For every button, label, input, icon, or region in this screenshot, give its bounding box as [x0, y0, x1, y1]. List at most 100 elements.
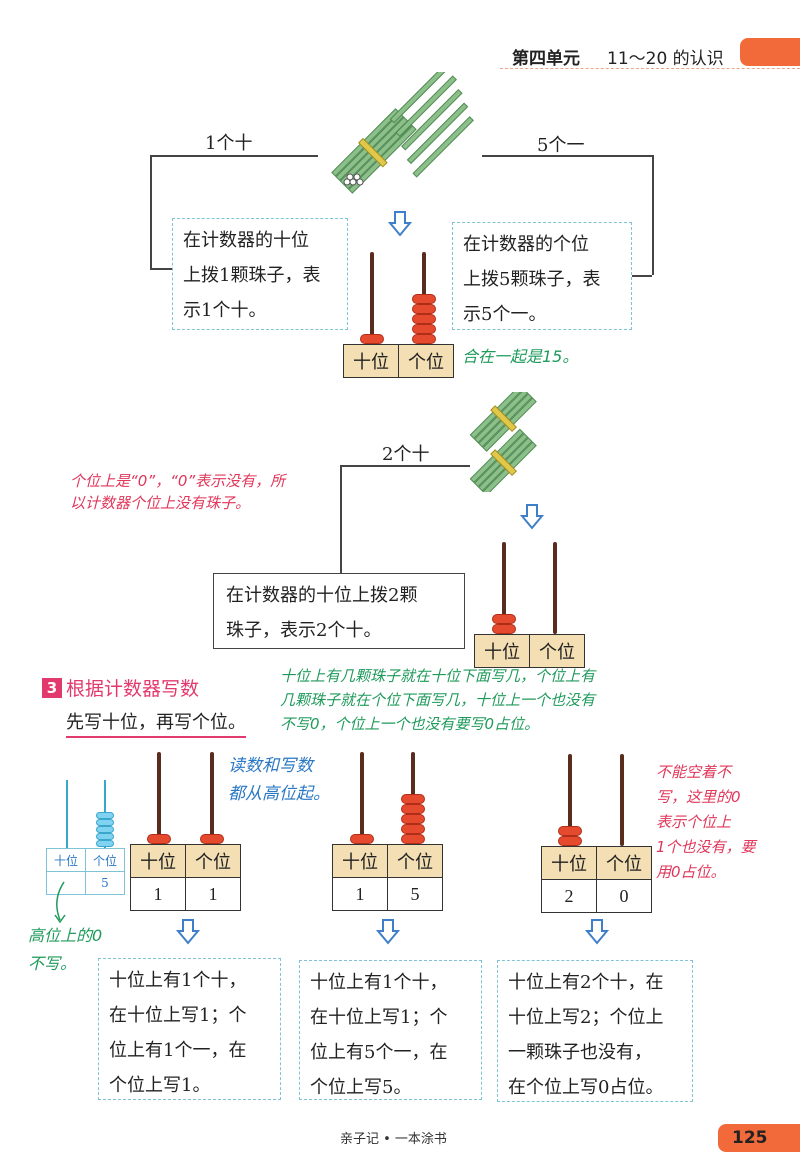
explain-line: 在个位上写0占位。 [508, 1077, 664, 1098]
tens-header: 十位 [130, 844, 186, 878]
two-bundles-illustration [470, 392, 537, 492]
bead [200, 834, 224, 844]
explain-line: 十位上有1个十， [109, 970, 247, 991]
explain-line: 在计数器的个位 [463, 234, 589, 255]
label-two-tens: 2个十 [382, 444, 430, 465]
bead [147, 834, 171, 844]
ones-rod [620, 754, 624, 846]
explain-line: 在计数器的十位上拨2颗 [226, 585, 418, 606]
page-number: 125 [718, 1124, 800, 1152]
bead [96, 812, 114, 819]
ones-rod [553, 542, 557, 634]
mini-tens-header: 十位 [46, 848, 86, 872]
tens-header: 十位 [343, 344, 399, 378]
handwritten-note-order: 读数和写数 都从高位起。 [228, 752, 330, 808]
mini-ones-value: 5 [85, 871, 125, 895]
ones-value: 1 [185, 877, 241, 911]
note-line: 表示个位上 [656, 813, 732, 831]
note-line: 都从高位起。 [228, 784, 330, 804]
stick-bundle-icon [470, 392, 537, 452]
bead [360, 334, 384, 344]
bead [412, 314, 436, 324]
tens-rod [502, 542, 506, 634]
tens-value: 2 [541, 879, 597, 913]
bead [412, 304, 436, 314]
tens-header: 十位 [541, 846, 597, 880]
explain-line: 十位上有2个十，在 [508, 972, 664, 993]
note-line: 不写0，个位上一个也没有要写0占位。 [280, 715, 540, 733]
connector-line [340, 465, 342, 573]
label-five-ones: 5个一 [537, 135, 585, 156]
explain-line: 上拨1颗珠子，表 [183, 265, 321, 286]
down-arrow-icon [388, 211, 412, 237]
bead [96, 826, 114, 833]
sticks-illustration [331, 72, 474, 194]
explain-line: 十位上有1个十， [310, 972, 448, 993]
note-line: 1个也没有，要 [656, 838, 756, 856]
tens-rod [370, 252, 374, 344]
explain-box-ones: 在计数器的个位 上拨5颗珠子，表 示5个一。 [452, 222, 632, 330]
ones-value: 0 [596, 879, 652, 913]
label-one-ten: 1个十 [205, 133, 253, 154]
note-line: 读数和写数 [228, 756, 313, 776]
place-value-table: 十位 个位 1 1 [130, 844, 241, 911]
bead [401, 834, 425, 844]
bead [401, 804, 425, 814]
handwritten-note-rule: 十位上有几颗珠子就在十位下面写几，个位上有 几颗珠子就在个位下面写几，十位上一个… [280, 664, 595, 736]
connector-line [630, 275, 652, 277]
tens-rod [568, 754, 572, 846]
header-tab [740, 38, 800, 66]
note-line: 不写。 [28, 954, 77, 973]
bead [558, 836, 582, 846]
handwritten-note-leading-zero: 高位上的0 不写。 [28, 922, 102, 978]
curved-arrow-icon [54, 881, 66, 924]
ones-value: 5 [387, 877, 443, 911]
tens-value: 1 [332, 877, 388, 911]
explain-line: 位上有1个一，在 [109, 1040, 247, 1061]
tens-header: 十位 [474, 634, 530, 668]
down-arrow-icon [176, 919, 200, 945]
note-line: 个位上是“0”，“0”表示没有，所 [70, 472, 286, 490]
bead [96, 840, 114, 847]
explain-box-11: 十位上有1个十， 在十位上写1；个 位上有1个一，在 个位上写1。 [98, 958, 281, 1100]
down-arrow-icon [520, 504, 544, 530]
explain-box-tens: 在计数器的十位 上拨1颗珠子，表 示1个十。 [172, 218, 348, 330]
note-line: 用0占位。 [656, 863, 726, 881]
connector-line [150, 155, 152, 269]
explain-line: 个位上写5。 [310, 1077, 412, 1098]
explain-line: 十位上写2；个位上 [508, 1007, 664, 1028]
ones-rod [210, 752, 214, 844]
explain-box-twenty: 在计数器的十位上拨2颗 珠子，表示2个十。 [213, 573, 465, 649]
place-value-table: 十位 个位 2 0 [541, 846, 652, 913]
bead [96, 819, 114, 826]
stick-bundle-icon [331, 108, 417, 194]
bead [350, 834, 374, 844]
down-arrow-icon [376, 919, 400, 945]
bead [401, 814, 425, 824]
bead [558, 826, 582, 836]
section-title: 根据计数器写数 [66, 678, 200, 700]
explain-line: 上拨5颗珠子，表 [463, 269, 601, 290]
note-line: 以计数器个位上没有珠子。 [70, 494, 251, 512]
place-value-table: 十位 个位 1 5 [332, 844, 443, 911]
tens-rod [157, 752, 161, 844]
section-number: 3 [42, 678, 62, 698]
single-sticks-icon [389, 72, 474, 178]
bead [492, 614, 516, 624]
header-divider [500, 68, 800, 69]
ones-header: 个位 [596, 846, 652, 880]
tens-value: 1 [130, 877, 186, 911]
ones-header: 个位 [387, 844, 443, 878]
tens-header: 十位 [332, 844, 388, 878]
note-line: 几颗珠子就在个位下面写几，十位上一个也没有 [280, 691, 596, 709]
mini-tens-value [46, 871, 86, 895]
note-line: 写，这里的0 [656, 788, 741, 806]
place-value-table: 十位 个位 [343, 344, 454, 378]
connector-line [340, 465, 470, 467]
explain-box-20: 十位上有2个十，在 十位上写2；个位上 一颗珠子也没有， 在个位上写0占位。 [497, 960, 693, 1102]
connector-line [150, 155, 318, 157]
section-subtitle: 先写十位，再写个位。 [66, 708, 246, 738]
explain-line: 一颗珠子也没有， [508, 1042, 652, 1063]
mini-place-table: 十位 个位 5 [46, 848, 125, 895]
bead [401, 824, 425, 834]
